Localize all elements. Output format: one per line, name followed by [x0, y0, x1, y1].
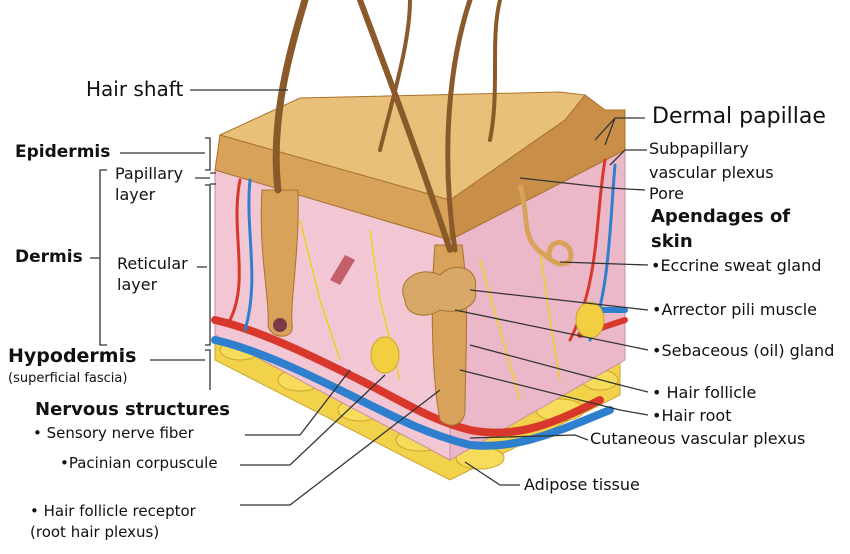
hair-follicle-left [260, 189, 299, 337]
label-appendages: Apendages of skin [651, 206, 791, 252]
appendages-line-1: Apendages of [651, 206, 791, 227]
label-hair-root: •Hair root [652, 406, 732, 425]
label-sensory-nerve-fiber: • Sensory nerve fiber [33, 424, 194, 442]
label-arrector-pili-muscle: •Arrector pili muscle [652, 300, 817, 319]
label-pore: Pore [649, 184, 684, 203]
label-subpapillary-plexus: Subpapillary vascular plexus [649, 139, 774, 183]
label-hypodermis: Hypodermis [8, 345, 137, 367]
label-superficial-fascia: (superficial fascia) [8, 371, 128, 386]
label-sebaceous-gland: •Sebaceous (oil) gland [652, 341, 835, 360]
hair-bulb [273, 318, 287, 332]
label-epidermis: Epidermis [15, 142, 111, 162]
receptor-line-1: • Hair follicle receptor [30, 502, 196, 520]
pacinian-corpuscle [370, 336, 400, 374]
label-cutaneous-vascular-plexus: Cutaneous vascular plexus [590, 429, 806, 448]
hair-shafts [272, 0, 502, 253]
receptor-line-2: (root hair plexus) [30, 523, 160, 542]
subpapillary-line-1: Subpapillary [649, 139, 749, 158]
label-reticular-layer: Reticular layer [117, 254, 188, 295]
label-pacinian-corpuscule: •Pacinian corpuscule [60, 454, 218, 472]
pacinian-corpuscle-2 [575, 301, 605, 339]
label-dermis: Dermis [15, 247, 83, 267]
reticular-line-1: Reticular [117, 254, 188, 273]
arrector-pili-muscle [330, 255, 355, 285]
appendages-line-2: skin [651, 230, 693, 252]
label-hair-shaft: Hair shaft [86, 77, 184, 101]
label-dermal-papillae: Dermal papillae [652, 104, 826, 129]
label-hair-follicle: • Hair follicle [652, 383, 757, 402]
label-papillary-layer: Papillary layer [115, 164, 184, 205]
sebaceous-gland [402, 266, 477, 316]
label-eccrine-sweat-gland: •Eccrine sweat gland [651, 256, 822, 275]
subpapillary-line-2: vascular plexus [649, 163, 774, 183]
label-hair-follicle-receptor: • Hair follicle receptor (root hair plexu… [30, 502, 196, 542]
eccrine-sweat-gland [517, 184, 574, 267]
leader-lines [90, 89, 649, 506]
reticular-line-2: layer [117, 275, 158, 295]
papillary-line-2: layer [115, 185, 156, 205]
papillary-line-1: Papillary [115, 164, 184, 183]
label-adipose-tissue: Adipose tissue [524, 475, 640, 494]
label-nervous-structures: Nervous structures [35, 399, 230, 420]
